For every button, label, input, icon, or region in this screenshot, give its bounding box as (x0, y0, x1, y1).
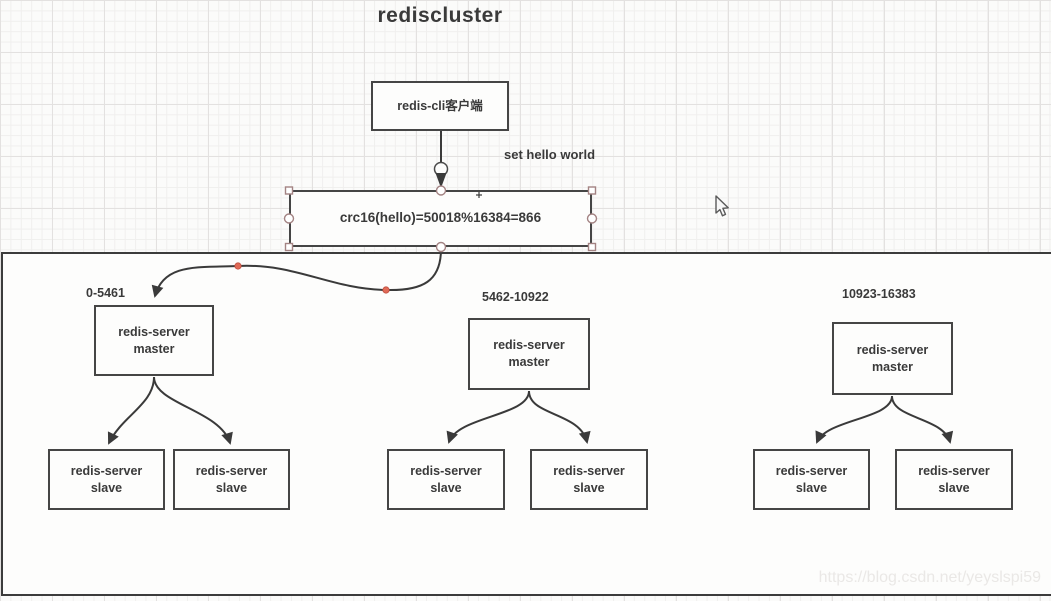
slot-range-label-3[interactable]: 10923-16383 (842, 287, 916, 301)
master-node-1-label: redis-server master (118, 324, 190, 356)
slave-node-3b[interactable]: redis-server slave (895, 449, 1013, 510)
diagram-title[interactable]: rediscluster (377, 4, 503, 27)
hash-node-selected[interactable]: crc16(hello)=50018%16384=866 (289, 190, 592, 247)
slot-range-label-2[interactable]: 5462-10922 (482, 290, 549, 304)
master-node-1[interactable]: redis-server master (94, 305, 214, 376)
mouse-cursor (715, 195, 729, 217)
hash-node-label: crc16(hello)=50018%16384=866 (339, 210, 542, 226)
slave-node-3a[interactable]: redis-server slave (753, 449, 870, 510)
slave-node-3b-label: redis-server slave (918, 463, 990, 495)
slave-node-2b-label: redis-server slave (553, 463, 625, 495)
edge-arrowhead (435, 173, 447, 188)
edge-client-to-hash[interactable] (433, 131, 449, 188)
slave-node-1b-label: redis-server slave (195, 463, 268, 495)
slot-range-label-1[interactable]: 0-5461 (86, 286, 125, 300)
client-node-label: redis-cli客户端 (397, 98, 483, 113)
slave-node-1a-label: redis-server slave (70, 463, 143, 495)
master-node-2[interactable]: redis-server master (468, 318, 590, 390)
slave-node-2b[interactable]: redis-server slave (530, 449, 648, 510)
client-node[interactable]: redis-cli客户端 (371, 81, 509, 131)
slave-node-1b[interactable]: redis-server slave (173, 449, 290, 510)
slave-node-3a-label: redis-server slave (775, 463, 848, 495)
watermark: https://blog.csdn.net/yeyslspi59 (818, 569, 1041, 586)
master-node-2-label: redis-server master (493, 338, 565, 369)
slave-node-2a[interactable]: redis-server slave (387, 449, 505, 510)
master-node-3-label: redis-server master (856, 342, 929, 374)
slave-node-2a-label: redis-server slave (410, 463, 482, 495)
edge-label-set-hello-world[interactable]: set hello world (504, 147, 596, 162)
edge-endpoint-circle (433, 161, 449, 177)
slave-node-1a[interactable]: redis-server slave (48, 449, 165, 510)
master-node-3[interactable]: redis-server master (832, 322, 953, 395)
